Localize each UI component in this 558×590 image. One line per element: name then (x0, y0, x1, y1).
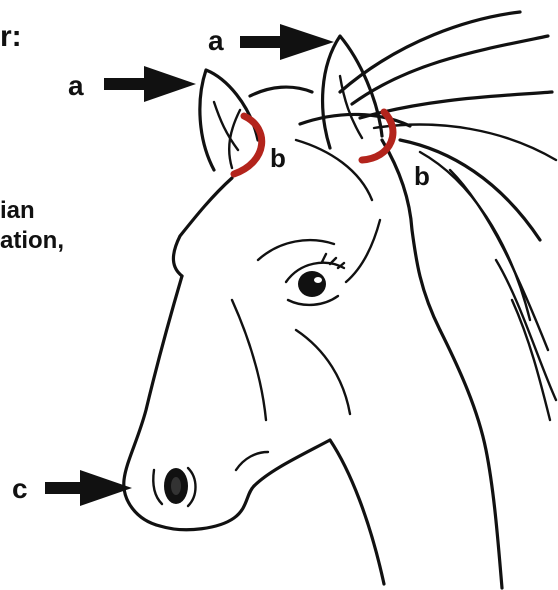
label-c: c (12, 473, 28, 504)
nostril (153, 468, 195, 506)
eye (286, 254, 344, 305)
label-a-top: a (208, 25, 224, 56)
arrow-a-top (240, 24, 334, 60)
cropped-text-line-3: ation, (0, 227, 64, 254)
label-a-left: a (68, 70, 84, 101)
arrow-a-left (104, 66, 196, 102)
cropped-text-line-2: ian (0, 197, 35, 224)
mane (229, 12, 556, 420)
arrow-c (45, 470, 132, 506)
horse-head (124, 140, 502, 588)
highlight-b-left (234, 116, 262, 174)
label-b-left: b (270, 143, 286, 173)
cropped-text-line-1: r: (0, 20, 22, 53)
label-b-right: b (414, 161, 430, 191)
